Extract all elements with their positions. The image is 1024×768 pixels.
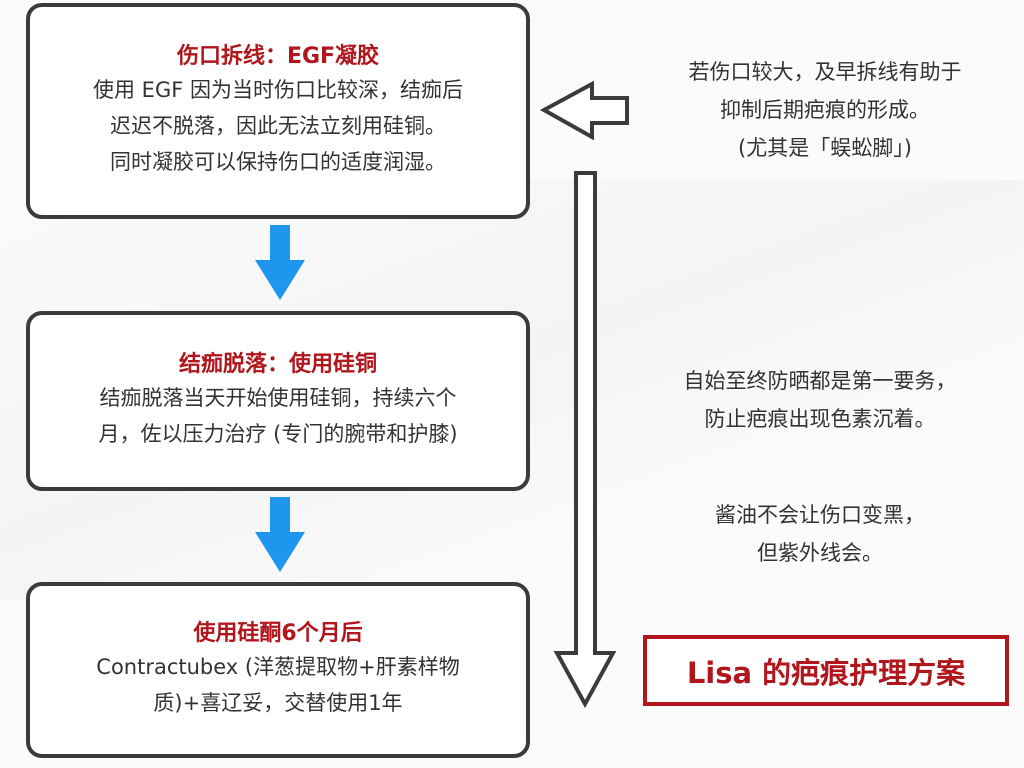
plan-title: Lisa 的疤痕护理方案 — [643, 635, 1009, 706]
step-box-scab-fall: 结痂脱落：使用硅铜 结痂脱落当天开始使用硅铜，持续六个 月，佐以压力治疗 (专门… — [26, 311, 530, 491]
step-line: 使用 EGF 因为当时伤口比较深，结痂后 — [93, 78, 463, 102]
note-line: 防止疤痕出现色素沉着。 — [704, 407, 936, 431]
step-line: 同时凝胶可以保持伤口的适度润湿。 — [109, 150, 446, 174]
arrow-down-icon — [255, 225, 305, 300]
note-early-suture-removal: 若伤口较大，及早拆线有助于 抑制后期疤痕的形成。 (尤其是「蜈蚣脚」) — [625, 53, 1024, 167]
step-box-after-six-months: 使用硅酮6个月后 Contractubex (洋葱提取物+肝素样物 质)+喜辽妥… — [26, 582, 530, 758]
note-line: 若伤口较大，及早拆线有助于 — [688, 60, 962, 84]
step-line: 月，佐以压力治疗 (专门的腕带和护膝) — [98, 422, 458, 446]
note-line: (尤其是「蜈蚣脚」) — [738, 136, 912, 160]
note-line: 抑制后期疤痕的形成。 — [720, 98, 930, 122]
note-line: 自始至终防晒都是第一要务， — [683, 369, 957, 393]
arrow-left-outline-icon — [539, 80, 629, 141]
step-box-suture-removal: 伤口拆线：EGF凝胶 使用 EGF 因为当时伤口比较深，结痂后 迟迟不脱落，因此… — [26, 3, 530, 219]
step-description: 结痂脱落当天开始使用硅铜，持续六个 月，佐以压力治疗 (专门的腕带和护膝) — [98, 380, 457, 452]
note-soy-sauce: 酱油不会让伤口变黑， 但紫外线会。 — [615, 496, 1024, 572]
step-description: Contractubex (洋葱提取物+肝素样物 质)+喜辽妥，交替使用1年 — [96, 649, 459, 721]
note-line: 酱油不会让伤口变黑， — [715, 503, 925, 527]
note-sunscreen: 自始至终防晒都是第一要务， 防止疤痕出现色素沉着。 — [615, 362, 1024, 438]
step-description: 使用 EGF 因为当时伤口比较深，结痂后 迟迟不脱落，因此无法立刻用硅铜。 同时… — [93, 72, 463, 180]
step-line: Contractubex (洋葱提取物+肝素样物 — [96, 655, 460, 679]
step-title: 伤口拆线：EGF凝胶 — [176, 44, 380, 69]
step-line: 质)+喜辽妥，交替使用1年 — [153, 691, 403, 715]
step-title: 结痂脱落：使用硅铜 — [178, 352, 377, 377]
note-line: 但紫外线会。 — [757, 541, 883, 565]
step-title: 使用硅酮6个月后 — [193, 621, 363, 646]
step-line: 迟迟不脱落，因此无法立刻用硅铜。 — [109, 114, 446, 138]
step-line: 结痂脱落当天开始使用硅铜，持续六个 — [99, 386, 457, 410]
arrow-down-icon — [255, 497, 305, 572]
arrow-down-outline-icon — [553, 171, 617, 709]
